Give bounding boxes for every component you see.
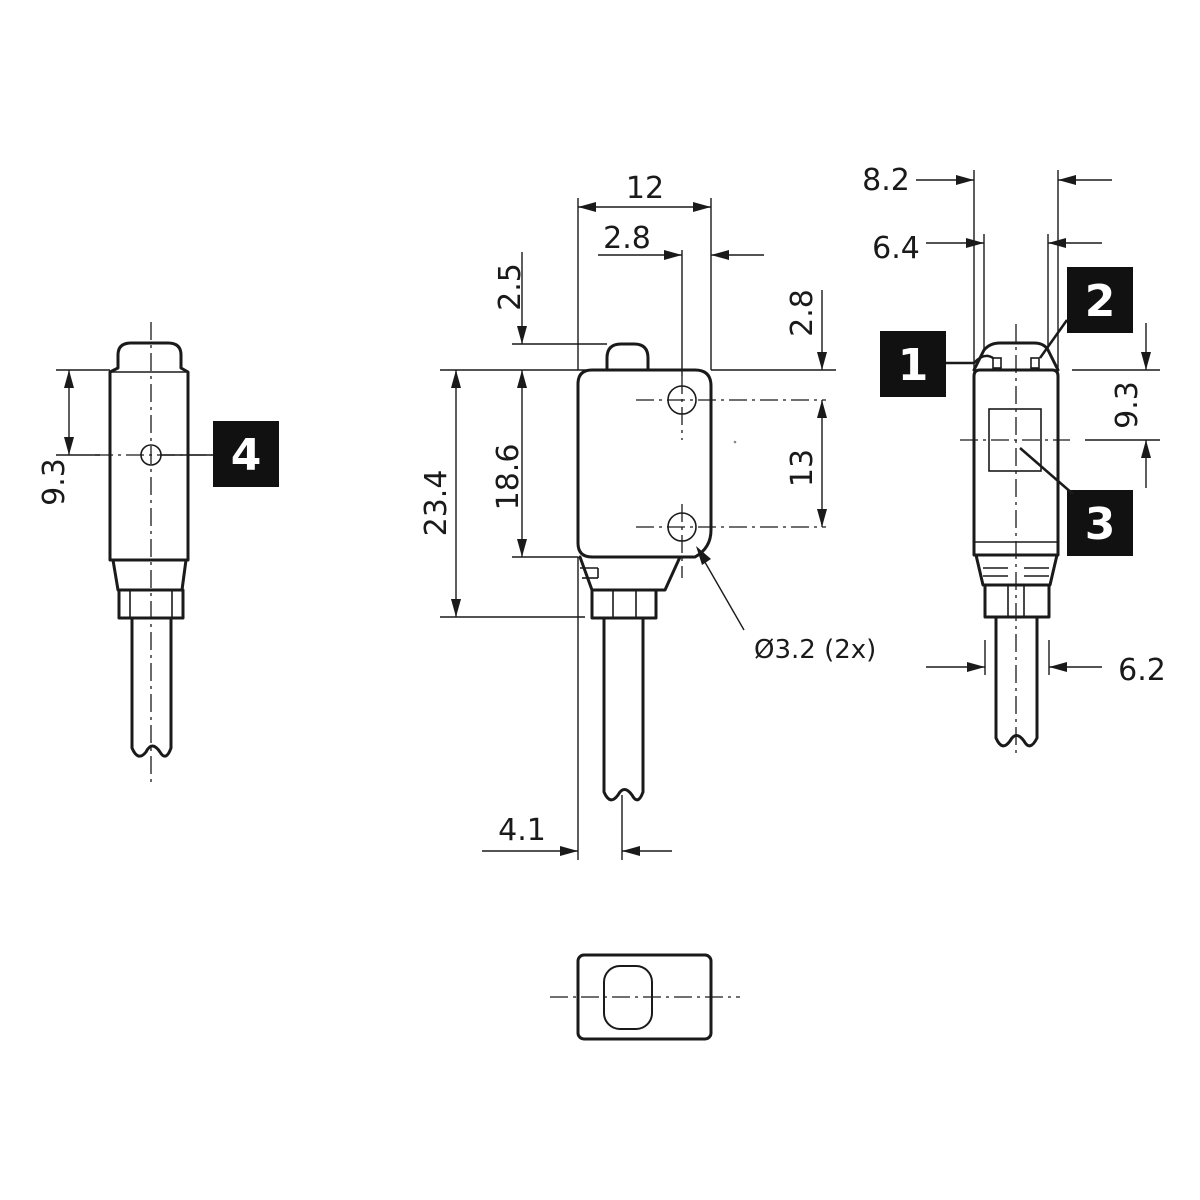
callout-2-label: 2: [1085, 276, 1116, 327]
dim-6-2: 6.2: [1118, 653, 1166, 688]
dim-6-2-group: 6.2: [926, 640, 1166, 688]
dim-9-3-right: 9.3: [1110, 381, 1145, 429]
dim-23-4: 23.4: [419, 470, 454, 537]
dim-2-5: 2.5: [493, 263, 528, 311]
dim-13: 13: [785, 449, 820, 487]
dim-2-8-right: 2.8: [785, 289, 820, 337]
callout-2: 2: [1038, 267, 1133, 359]
callout-1-label: 1: [898, 340, 929, 391]
dim-23-4-group: 23.4: [419, 370, 585, 618]
dim-18-6-group: 18.6: [440, 369, 592, 558]
front-view: [576, 342, 826, 802]
dim-2-8-right-group: 2.8: [711, 289, 836, 420]
dim-6-4-group: 6.4: [872, 231, 1102, 350]
dim-4-1-group: 4.1: [482, 557, 672, 860]
dim-4-1: 4.1: [498, 813, 546, 848]
callout-1: 1: [880, 331, 994, 397]
dim-2-8-top-group: 2.8: [598, 221, 764, 376]
callout-3-label: 3: [1085, 499, 1116, 550]
left-side-view: [95, 322, 213, 782]
callout-4-label: 4: [231, 430, 262, 481]
bottom-view: [550, 953, 740, 1041]
dim-9-3-right-group: 9.3: [1072, 323, 1160, 488]
left-9-3-dimension: 9.3: [37, 369, 110, 506]
dim-2-5-group: 2.5: [493, 252, 607, 345]
dim-6-4: 6.4: [872, 231, 920, 266]
callout-4: 4: [213, 421, 279, 487]
dim-12: 12: [626, 171, 664, 206]
dim-8-2: 8.2: [862, 163, 910, 198]
dim-12-group: 12: [577, 171, 712, 370]
dim-2-8-top: 2.8: [603, 221, 651, 256]
dim-18-6: 18.6: [491, 444, 526, 511]
dim-9-3-left: 9.3: [37, 458, 72, 506]
dim-13-group: 13: [785, 420, 827, 527]
right-view: [960, 324, 1070, 758]
dim-8-2-group: 8.2: [862, 163, 1112, 370]
dim-hole-diameter: Ø3.2 (2x): [754, 635, 876, 665]
hole-diameter-leader: Ø3.2 (2x): [696, 546, 876, 665]
callout-3: 3: [1019, 447, 1133, 556]
